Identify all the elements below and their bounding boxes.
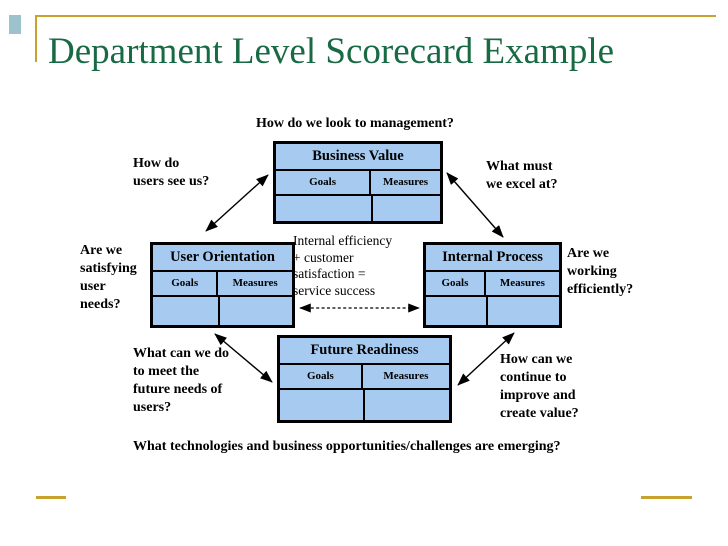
scorecard-future-readiness-title: Future Readiness (280, 338, 449, 365)
measures-empty-cell (488, 297, 559, 325)
scorecard-internal-process-title: Internal Process (426, 245, 559, 272)
label-efficiency-note: Internal efficiency + customer satisfact… (293, 233, 393, 298)
goals-empty-cell (276, 196, 374, 221)
scorecard-future-readiness: Future Readiness Goals Measures (277, 335, 452, 423)
goals-column-header: Goals (276, 171, 372, 194)
goals-column-header: Goals (153, 272, 219, 295)
label-working-question: Are we working efficiently? (567, 246, 634, 297)
goals-column-header: Goals (280, 365, 363, 388)
label-emerging-question: What technologies and business opportuni… (133, 439, 561, 454)
scorecard-internal-process: Internal Process Goals Measures (423, 242, 562, 328)
goals-empty-cell (153, 297, 221, 325)
measures-column-header: Measures (232, 277, 278, 289)
measures-column-header: Measures (499, 277, 545, 289)
label-satisfying-question: Are we satisfying user needs? (80, 243, 137, 312)
slide-title: Department Level Scorecard Example (48, 31, 615, 72)
goals-empty-cell (426, 297, 488, 325)
label-future-needs-question: What can we do to meet the future needs … (133, 346, 230, 415)
goals-empty-cell (280, 390, 365, 420)
measures-column-header: Measures (383, 176, 429, 188)
goals-column-header: Goals (426, 272, 486, 295)
label-excel-question: What must we excel at? (486, 159, 558, 192)
measures-column-header: Measures (383, 370, 429, 382)
arrow-business-value-user-orientation-icon (205, 174, 269, 232)
measures-empty-cell (365, 390, 449, 420)
gold-dash-right (641, 496, 692, 499)
label-management-question: How do we look to management? (256, 116, 454, 131)
gold-dash-left (36, 496, 66, 499)
scorecard-business-value: Business Value Goals Measures (273, 141, 443, 224)
measures-empty-cell (220, 297, 292, 325)
label-users-question: How do users see us? (133, 156, 210, 189)
gold-border-left (35, 15, 37, 62)
gold-border-top (35, 15, 716, 17)
measures-empty-cell (373, 196, 440, 221)
label-improve-question: How can we continue to improve and creat… (500, 352, 579, 421)
teal-square-accent (9, 15, 21, 34)
scorecard-user-orientation: User Orientation Goals Measures (150, 242, 295, 328)
scorecard-user-orientation-title: User Orientation (153, 245, 292, 272)
scorecard-business-value-title: Business Value (276, 144, 440, 171)
